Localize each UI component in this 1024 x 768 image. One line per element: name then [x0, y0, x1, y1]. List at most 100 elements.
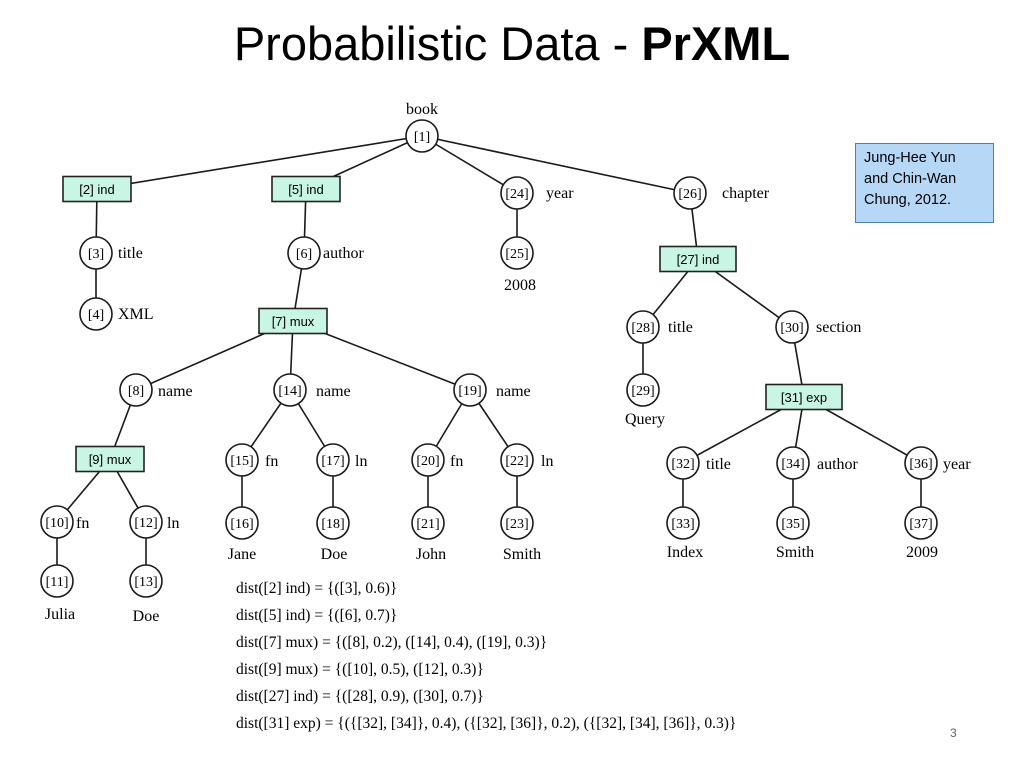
node-id-label: [34] — [781, 457, 804, 472]
node-tag-label: Doe — [321, 546, 348, 563]
title-main: Probabilistic Data - — [233, 17, 642, 70]
node-tag-label: fn — [450, 453, 463, 470]
node-circle — [79, 236, 113, 270]
citation-line-1: Jung-Hee Yun — [864, 150, 956, 166]
distribution-node-box — [765, 383, 843, 411]
ordinary-node: [33] — [666, 506, 700, 540]
node-tag-label: 2008 — [504, 277, 536, 294]
node-tag-label: name — [496, 383, 531, 400]
tree-nodes: [1][2] ind[5] ind[24][26][3][6][25][27] … — [40, 119, 938, 598]
node-id-label: [23] — [505, 517, 528, 532]
node-tag-label: chapter — [722, 185, 770, 202]
slide-title: Probabilistic Data - PrXML — [0, 14, 1024, 74]
node-id-label: [32] — [671, 457, 694, 472]
ordinary-node: [25] — [500, 236, 534, 270]
distribution-node-box — [258, 307, 328, 335]
node-circle — [129, 505, 163, 539]
node-id-label: [36] — [909, 457, 932, 472]
node-circle — [273, 373, 307, 407]
node-tag-label: title — [706, 456, 731, 473]
node-id-label: [28] — [631, 321, 654, 336]
node-tag-label: year — [943, 456, 971, 473]
distribution-node-label: [9] mux — [89, 452, 132, 467]
node-id-label: [25] — [505, 247, 528, 262]
distribution-node: [9] mux — [75, 445, 145, 473]
node-id-label: [13] — [134, 575, 157, 590]
node-id-label: [19] — [458, 384, 481, 399]
ordinary-node: [32] — [666, 446, 700, 480]
node-circle — [40, 564, 74, 598]
ordinary-node: [24] — [500, 176, 534, 210]
tree-edge — [421, 135, 518, 194]
node-id-label: [15] — [230, 454, 253, 469]
node-tag-label: Smith — [503, 546, 541, 563]
node-id-label: [10] — [45, 516, 68, 531]
node-circle — [666, 506, 700, 540]
node-tag-label: Doe — [133, 608, 160, 625]
distribution-node-box — [271, 175, 341, 203]
node-tag-label: title — [668, 319, 693, 336]
node-circle — [775, 310, 809, 344]
node-id-label: [18] — [321, 517, 344, 532]
ordinary-node: [15] — [225, 443, 259, 477]
ordinary-node: [6] — [287, 236, 321, 270]
node-circle — [316, 443, 350, 477]
distribution-node-label: [5] ind — [288, 182, 323, 197]
node-circle — [904, 446, 938, 480]
node-circle — [673, 176, 707, 210]
node-id-label: [30] — [780, 321, 803, 336]
ordinary-node: [12] — [129, 505, 163, 539]
node-id-label: [14] — [278, 384, 301, 399]
node-circle — [119, 373, 153, 407]
node-tag-label: Jane — [228, 546, 256, 563]
ordinary-node: [10] — [40, 505, 74, 539]
node-circle — [411, 443, 445, 477]
node-id-label: [26] — [678, 187, 701, 202]
ordinary-node: [8] — [119, 373, 153, 407]
node-circle — [225, 443, 259, 477]
node-tag-label: year — [546, 185, 574, 202]
dist-line-5: dist([27] ind) = {([28], 0.9), ([30], 0.… — [236, 688, 484, 705]
page-number: 3 — [950, 726, 957, 740]
ordinary-node: [34] — [776, 446, 810, 480]
citation-line-2: and Chin-Wan — [864, 171, 957, 187]
node-tag-label: title — [118, 245, 143, 262]
distribution-node-box — [75, 445, 145, 473]
node-tag-label: fn — [76, 515, 89, 532]
distribution-node-label: [2] ind — [79, 182, 114, 197]
citation-line-3: Chung, 2012. — [864, 192, 952, 208]
ordinary-node: [20] — [411, 443, 445, 477]
ordinary-node: [19] — [453, 373, 487, 407]
ordinary-node: [23] — [500, 506, 534, 540]
node-tag-label: ln — [167, 515, 179, 532]
node-id-label: [11] — [46, 575, 69, 590]
node-circle — [904, 506, 938, 540]
node-id-label: [22] — [505, 454, 528, 469]
distribution-node: [31] exp — [765, 383, 843, 411]
citation-box: Jung-Hee Yun and Chin-Wan Chung, 2012. — [855, 143, 994, 223]
node-id-label: [1] — [414, 130, 430, 145]
node-id-label: [21] — [416, 517, 439, 532]
ordinary-node: [11] — [40, 564, 74, 598]
node-circle — [316, 506, 350, 540]
node-tag-label: Smith — [776, 544, 814, 561]
node-circle — [776, 506, 810, 540]
node-tag-label: book — [406, 101, 438, 118]
node-id-label: [24] — [505, 187, 528, 202]
node-circle — [500, 506, 534, 540]
node-circle — [225, 506, 259, 540]
ordinary-node: [28] — [626, 310, 660, 344]
node-id-label: [3] — [88, 247, 104, 262]
node-id-label: [8] — [128, 384, 144, 399]
node-tag-label: name — [316, 383, 351, 400]
node-id-label: [17] — [321, 454, 344, 469]
ordinary-node: [36] — [904, 446, 938, 480]
dist-line-3: dist([7] mux) = {([8], 0.2), ([14], 0.4)… — [236, 634, 548, 651]
distribution-node: [5] ind — [271, 175, 341, 203]
tree-edge — [421, 135, 691, 194]
node-id-label: [20] — [416, 454, 439, 469]
ordinary-node: [35] — [776, 506, 810, 540]
node-id-label: [33] — [671, 517, 694, 532]
